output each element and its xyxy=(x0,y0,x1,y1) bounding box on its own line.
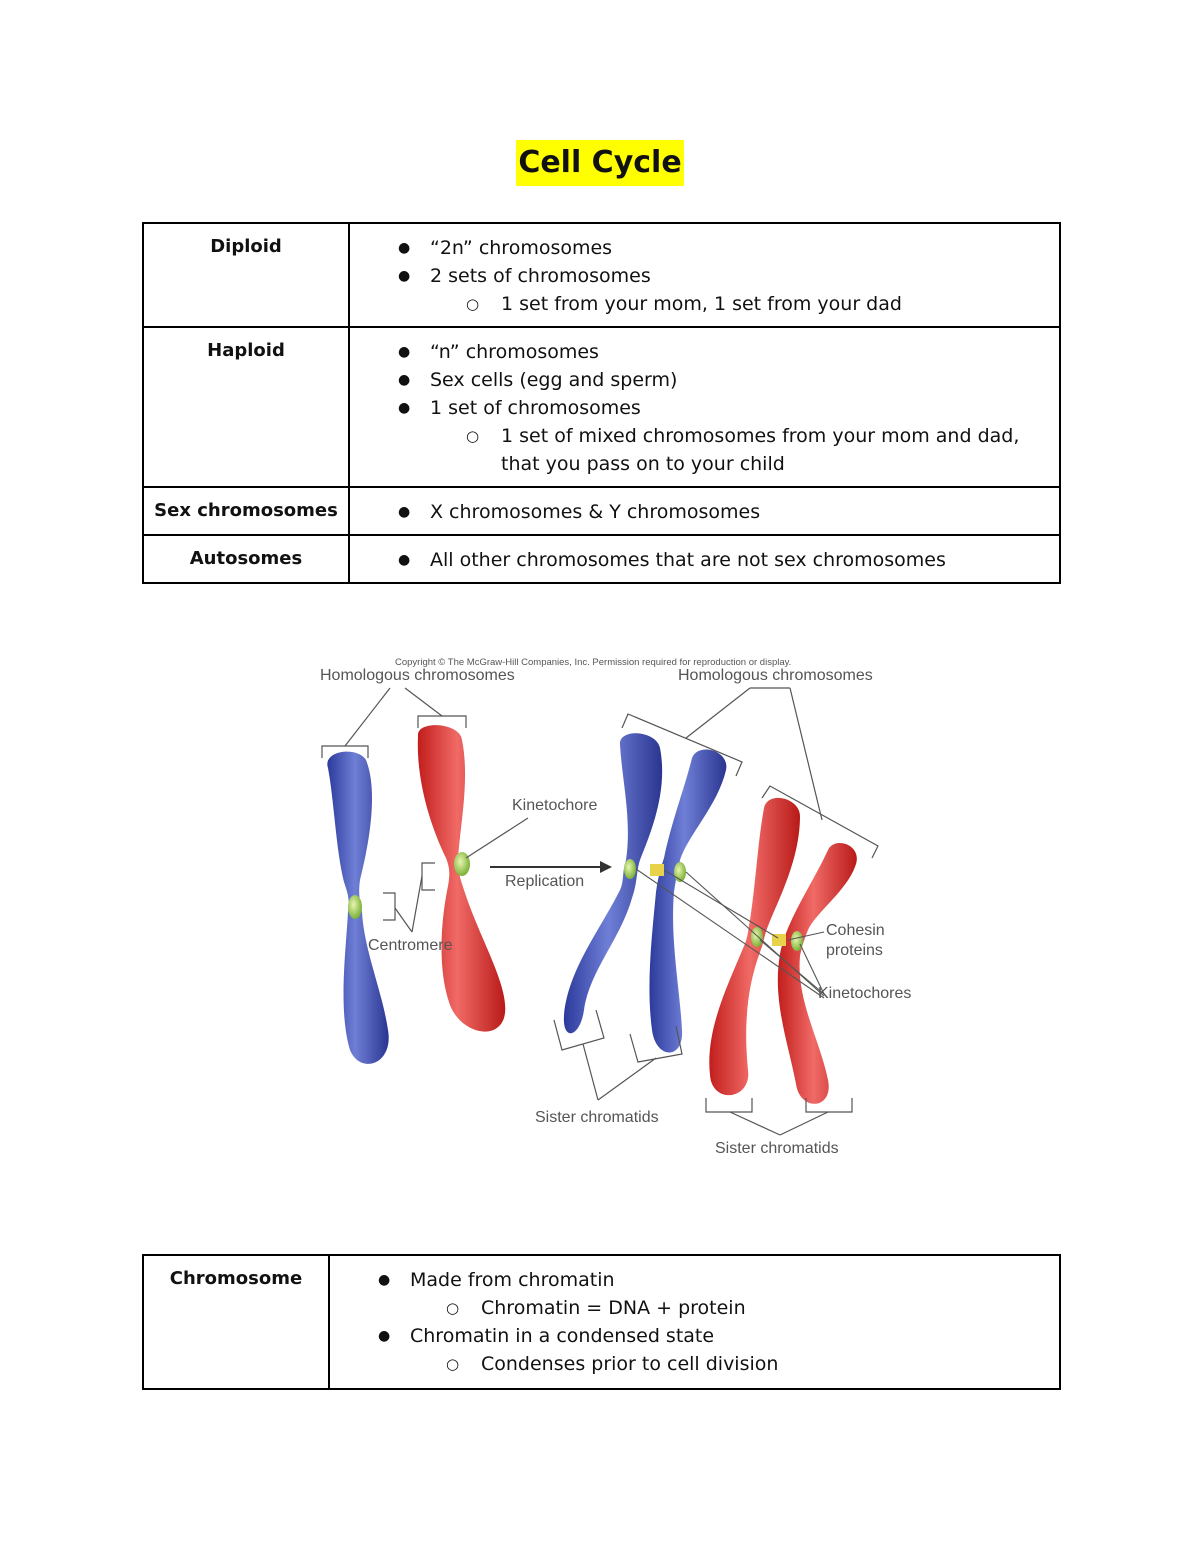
kinetochore-label: Kinetochore xyxy=(512,797,597,814)
centromere-label: Centromere xyxy=(368,937,453,954)
list-item: ●2 sets of chromosomes xyxy=(350,262,1059,290)
bullet-icon: ● xyxy=(398,262,410,290)
definitions-table: Diploid ●“2n” chromosomes ●2 sets of chr… xyxy=(142,222,1061,584)
list-item: ●“n” chromosomes xyxy=(350,338,1059,366)
bullet-icon: ● xyxy=(398,394,410,422)
replication-label: Replication xyxy=(505,873,584,890)
term-cell: Diploid xyxy=(143,223,349,327)
term-cell: Autosomes xyxy=(143,535,349,583)
term-cell: Haploid xyxy=(143,327,349,487)
bullet-icon: ● xyxy=(398,366,410,394)
sub-list-item: ○1 set from your mom, 1 set from your da… xyxy=(350,290,1059,318)
description-cell: ●“n” chromosomes ●Sex cells (egg and spe… xyxy=(349,327,1060,487)
page-title: Cell Cycle xyxy=(516,140,683,186)
cohesin-icon xyxy=(650,864,664,876)
bullet-icon: ● xyxy=(378,1266,390,1294)
chromosome-table: Chromosome ●Made from chromatin ○Chromat… xyxy=(142,1254,1061,1390)
table-row: Diploid ●“2n” chromosomes ●2 sets of chr… xyxy=(143,223,1060,327)
hollow-bullet-icon: ○ xyxy=(466,422,479,450)
replication-arrow-icon xyxy=(490,861,612,873)
description-cell: ●“2n” chromosomes ●2 sets of chromosomes… xyxy=(349,223,1060,327)
table-row: Autosomes ●All other chromosomes that ar… xyxy=(143,535,1060,583)
list-item: ●Made from chromatin xyxy=(330,1266,1059,1294)
hollow-bullet-icon: ○ xyxy=(446,1294,459,1322)
bullet-icon: ● xyxy=(378,1322,390,1350)
kinetochore-icon xyxy=(624,859,636,879)
cohesin-label: Cohesin xyxy=(826,922,885,939)
chromosome-figure: Copyright © The McGraw-Hill Companies, I… xyxy=(300,650,940,1170)
list-item: ●X chromosomes & Y chromosomes xyxy=(350,498,1059,526)
sister-chromatids-label-left: Sister chromatids xyxy=(535,1109,659,1126)
bullet-icon: ● xyxy=(398,338,410,366)
table-row: Haploid ●“n” chromosomes ●Sex cells (egg… xyxy=(143,327,1060,487)
sister-chromatids-label-right: Sister chromatids xyxy=(715,1140,839,1157)
list-item: ●Sex cells (egg and sperm) xyxy=(350,366,1059,394)
bullet-icon: ● xyxy=(398,546,410,574)
hollow-bullet-icon: ○ xyxy=(446,1350,459,1378)
kinetochore-pointer xyxy=(466,818,528,858)
bullet-icon: ● xyxy=(398,498,410,526)
centromere-kinetochore-icon xyxy=(348,895,362,919)
centromere-pointer xyxy=(383,863,435,932)
sub-list-item: ○Chromatin = DNA + protein xyxy=(330,1294,1059,1322)
kinetochore-icon xyxy=(751,927,763,947)
list-item: ●1 set of chromosomes xyxy=(350,394,1059,422)
bullet-icon: ● xyxy=(398,234,410,262)
kinetochores-label: Kinetochores xyxy=(818,985,911,1002)
paternal-chromosome xyxy=(418,725,505,1031)
hollow-bullet-icon: ○ xyxy=(466,290,479,318)
homologous-label-left: Homologous chromosomes xyxy=(320,667,515,684)
list-item: ●All other chromosomes that are not sex … xyxy=(350,546,1059,574)
description-cell: ●X chromosomes & Y chromosomes xyxy=(349,487,1060,535)
cohesin-label-2: proteins xyxy=(826,942,883,959)
homologous-label-right: Homologous chromosomes xyxy=(678,667,873,684)
kinetochore-icon xyxy=(791,931,803,951)
description-cell: ●Made from chromatin ○Chromatin = DNA + … xyxy=(329,1255,1060,1389)
list-item: ●Chromatin in a condensed state xyxy=(330,1322,1059,1350)
description-cell: ●All other chromosomes that are not sex … xyxy=(349,535,1060,583)
sub-list-item: ○1 set of mixed chromosomes from your mo… xyxy=(350,422,1059,478)
term-cell: Sex chromosomes xyxy=(143,487,349,535)
title-container: Cell Cycle xyxy=(0,140,1200,186)
sub-list-item: ○Condenses prior to cell division xyxy=(330,1350,1059,1378)
table-row: Sex chromosomes ●X chromosomes & Y chrom… xyxy=(143,487,1060,535)
list-item: ●“2n” chromosomes xyxy=(350,234,1059,262)
table-row: Chromosome ●Made from chromatin ○Chromat… xyxy=(143,1255,1060,1389)
term-cell: Chromosome xyxy=(143,1255,329,1389)
kinetochore-icon xyxy=(454,852,470,876)
